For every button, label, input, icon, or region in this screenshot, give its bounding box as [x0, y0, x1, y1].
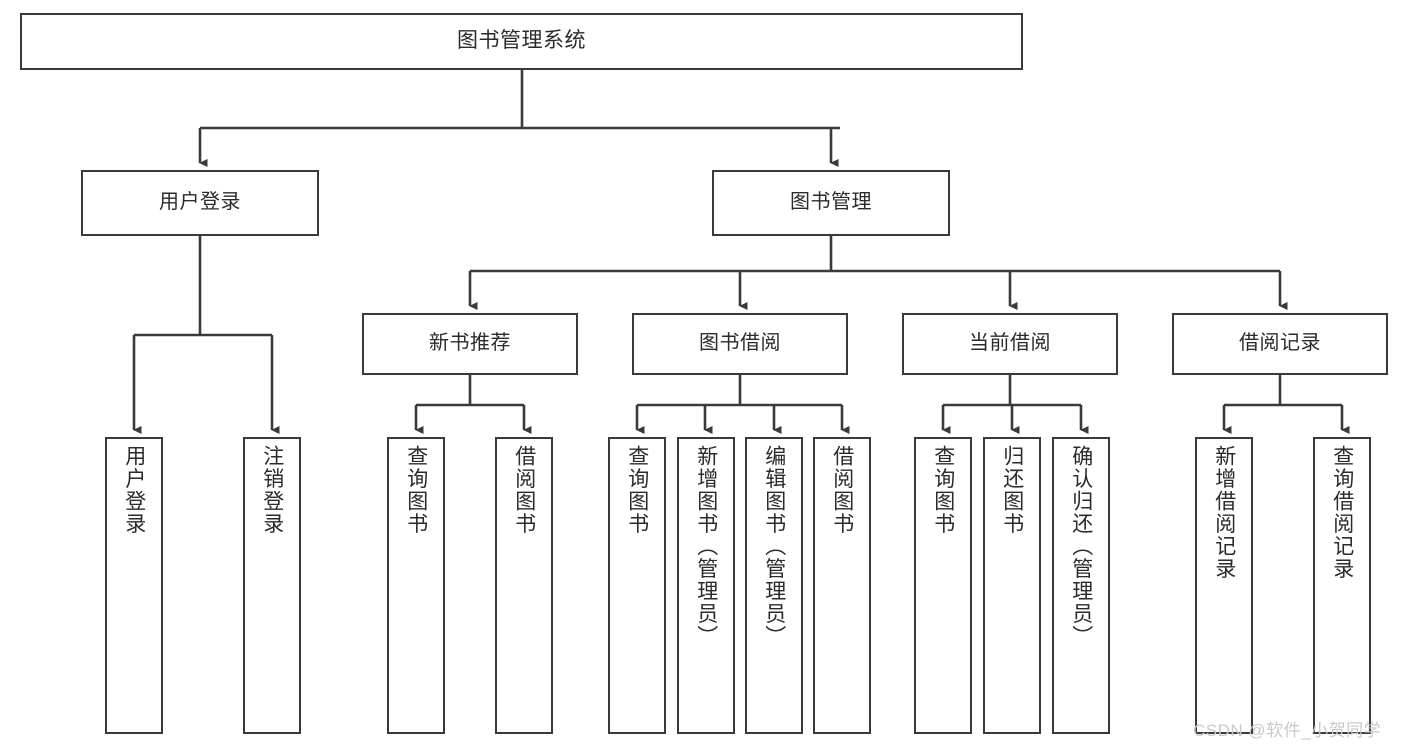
node-label: 查询借阅记录: [1330, 445, 1354, 580]
node-label: 借阅记录: [1239, 332, 1321, 355]
leaf-borrow-add-book-admin[interactable]: 新增图书（管理员）: [677, 437, 735, 734]
node-label: 当前借阅: [969, 332, 1051, 355]
node-label: 查询图书: [625, 445, 649, 535]
node-label: 借阅图书: [830, 445, 854, 535]
node-book-borrow[interactable]: 图书借阅: [632, 313, 848, 375]
node-label: 查询图书: [404, 445, 428, 535]
leaf-borrow-query-book[interactable]: 查询图书: [608, 437, 666, 734]
node-label: 图书管理系统: [457, 29, 586, 53]
node-borrow-records[interactable]: 借阅记录: [1172, 313, 1388, 375]
leaf-current-query-book[interactable]: 查询图书: [914, 437, 972, 734]
node-label: 查询图书: [931, 445, 955, 535]
node-label: 新增图书（管理员）: [694, 445, 718, 648]
node-label: 编辑图书（管理员）: [762, 445, 786, 648]
node-label: 归还图书: [1000, 445, 1024, 535]
node-label: 图书管理: [790, 191, 872, 214]
node-label: 注销登录: [260, 445, 284, 535]
leaf-borrow-borrow-book[interactable]: 借阅图书: [813, 437, 871, 734]
node-user-login[interactable]: 用户登录: [81, 170, 319, 236]
node-label: 图书借阅: [699, 332, 781, 355]
node-label: 新书推荐: [429, 332, 511, 355]
leaf-user-login[interactable]: 用户登录: [105, 437, 163, 734]
node-book-management[interactable]: 图书管理: [712, 170, 950, 236]
node-current-borrow[interactable]: 当前借阅: [902, 313, 1118, 375]
node-label: 借阅图书: [512, 445, 536, 535]
node-label: 确认归还（管理员）: [1069, 445, 1093, 648]
node-label: 用户登录: [122, 445, 146, 535]
leaf-records-query-record[interactable]: 查询借阅记录: [1313, 437, 1371, 734]
node-new-book-recommend[interactable]: 新书推荐: [362, 313, 578, 375]
leaf-current-confirm-return-admin[interactable]: 确认归还（管理员）: [1052, 437, 1110, 734]
leaf-current-return-book[interactable]: 归还图书: [983, 437, 1041, 734]
leaf-logout[interactable]: 注销登录: [243, 437, 301, 734]
node-root-system[interactable]: 图书管理系统: [20, 13, 1023, 70]
leaf-records-add-record[interactable]: 新增借阅记录: [1195, 437, 1253, 734]
leaf-newbook-query-book[interactable]: 查询图书: [387, 437, 445, 734]
node-label: 用户登录: [159, 191, 241, 214]
leaf-borrow-edit-book-admin[interactable]: 编辑图书（管理员）: [745, 437, 803, 734]
leaf-newbook-borrow-book[interactable]: 借阅图书: [495, 437, 553, 734]
node-label: 新增借阅记录: [1212, 445, 1236, 580]
